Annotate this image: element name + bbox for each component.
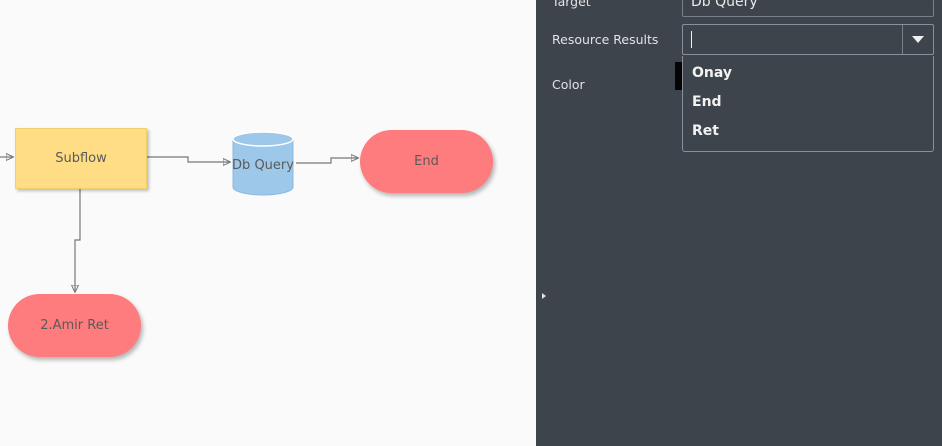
caret-right-icon[interactable] [542, 293, 546, 299]
dropdown-toggle-button[interactable] [902, 25, 933, 54]
subflow-node-label: Subflow [55, 151, 107, 166]
properties-panel: Target Db Query Resource Results Onay En… [536, 0, 942, 446]
dropdown-option-end[interactable]: End [692, 94, 722, 110]
end-node-label: End [414, 154, 439, 169]
target-input-value: Db Query [691, 0, 758, 10]
diagram-canvas[interactable]: Subflow Db Query End 2.Amir Ret [0, 0, 536, 446]
edge-subflow-to-ret[interactable] [75, 189, 81, 292]
subflow-node[interactable]: Subflow [15, 128, 147, 189]
dropdown-option-ret[interactable]: Ret [692, 123, 719, 139]
color-label: Color [552, 77, 585, 92]
resource-results-dropdown: Onay End Ret [682, 56, 934, 152]
text-cursor [691, 31, 692, 48]
database-icon [232, 131, 294, 196]
end-node[interactable]: End [360, 130, 493, 193]
target-label: Target [552, 0, 591, 9]
db-query-node[interactable]: Db Query [232, 131, 294, 196]
resource-results-combobox[interactable] [682, 24, 934, 55]
amir-ret-node-label: 2.Amir Ret [40, 318, 109, 333]
connector-layer [0, 0, 536, 446]
target-input[interactable]: Db Query [682, 0, 934, 17]
dropdown-option-onay[interactable]: Onay [692, 65, 733, 81]
resource-results-label: Resource Results [552, 32, 659, 47]
color-picker-swatch[interactable] [675, 62, 682, 90]
amir-ret-node[interactable]: 2.Amir Ret [8, 294, 141, 357]
edge-subflow-to-dbquery[interactable] [147, 156, 230, 162]
chevron-down-icon [912, 35, 924, 43]
edge-dbquery-to-end[interactable] [296, 158, 358, 164]
